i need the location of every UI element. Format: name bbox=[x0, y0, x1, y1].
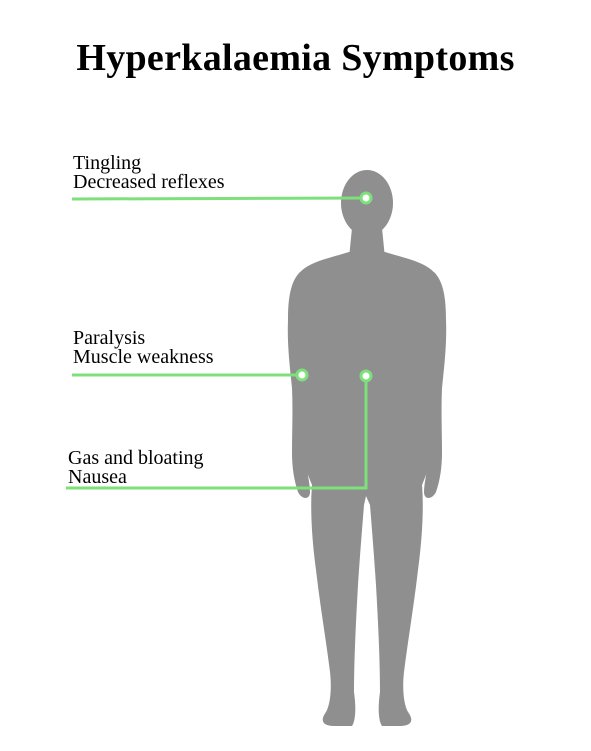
neck-shape bbox=[349, 228, 385, 258]
callout-abdomen-line-1: Gas and bloating bbox=[68, 447, 204, 469]
arm-dot bbox=[295, 368, 309, 382]
head-dot bbox=[359, 191, 373, 205]
diagram-title: Hyperkalaemia Symptoms bbox=[76, 37, 515, 79]
callout-dots bbox=[295, 191, 373, 383]
callout-line-head bbox=[71, 196, 367, 201]
callout-head-line-1: Tingling bbox=[73, 152, 142, 174]
right-arm-shape bbox=[416, 272, 447, 498]
callout-line-abdomen bbox=[66, 376, 368, 490]
callout-abdomen-label: Gas and bloating Nausea bbox=[68, 447, 204, 488]
callout-head-line-2: Decreased reflexes bbox=[73, 171, 225, 193]
callout-arm-line-2: Muscle weakness bbox=[73, 346, 214, 368]
callout-head-label: Tingling Decreased reflexes bbox=[73, 152, 225, 193]
left-arm-shape bbox=[287, 272, 318, 498]
callout-arm-line-1: Paralysis bbox=[73, 327, 146, 349]
abdomen-dot bbox=[359, 369, 373, 383]
callout-arm-label: Paralysis Muscle weakness bbox=[73, 327, 214, 368]
callout-lines bbox=[66, 196, 368, 490]
callout-abdomen-line-2: Nausea bbox=[68, 466, 127, 488]
